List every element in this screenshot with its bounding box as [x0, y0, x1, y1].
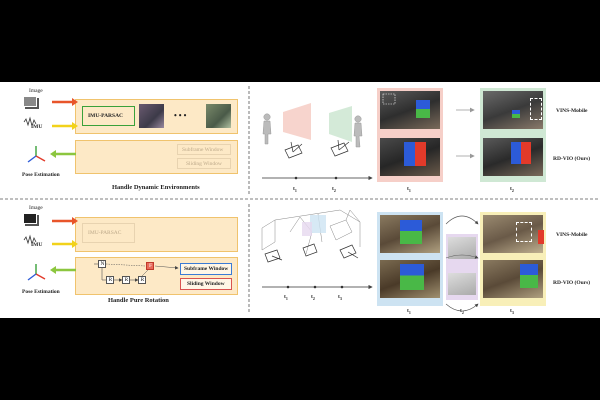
vins-frame-b3 — [483, 215, 543, 253]
node-n: N — [98, 260, 106, 268]
cube-rdvio-b1 — [400, 264, 424, 290]
imu-parsac-module-faded: IMU-PARSAC — [82, 223, 135, 243]
vins-frame-t1 — [380, 91, 440, 129]
bottom-title: Handle Pure Rotation — [108, 297, 169, 304]
rotation-plane-1 — [310, 215, 326, 233]
camera-b1 — [264, 249, 283, 263]
subframe-window: Subframe Window — [180, 263, 232, 275]
dashed-box-vins-t2 — [530, 98, 542, 120]
result-b1-label: t1 — [407, 308, 411, 316]
dashed-box-vins-b3 — [516, 222, 532, 242]
cube-rdvio-t2 — [511, 142, 531, 164]
frame-thumbnail-2 — [206, 104, 231, 128]
pose-axes-icon-2 — [27, 264, 46, 281]
image-label: Image — [29, 88, 43, 94]
camera-2 — [330, 139, 350, 157]
pose-estimation-label-2: Pose Estimation — [22, 289, 60, 295]
pose-axes-icon — [27, 146, 46, 163]
image-label-2: Image — [29, 205, 43, 211]
result-arc-bottom-2 — [445, 303, 479, 312]
result-t1-label: t1 — [407, 186, 411, 194]
method-rdvio-bottom: RD-VIO (Ours) — [553, 280, 591, 286]
walking-person-2 — [353, 115, 363, 148]
sliding-window-faded: Sliding Window — [177, 158, 231, 169]
diagram-graphics — [0, 86, 600, 314]
camera-b3 — [339, 244, 359, 259]
mid-frame-1 — [448, 237, 476, 259]
method-rdvio-top: RD-VIO (Ours) — [553, 156, 591, 162]
mid-frame-2 — [448, 273, 476, 295]
pose-estimation-label: Pose Estimation — [22, 172, 60, 178]
result-b3-label: t3 — [510, 308, 514, 316]
ellipsis: • • • — [174, 111, 187, 120]
cube-rdvio-t1 — [404, 142, 426, 166]
camera-1 — [284, 141, 303, 159]
frustum-plane-t2 — [329, 106, 352, 142]
cube-vins-b3 — [538, 230, 544, 244]
rotation-plane-2 — [302, 222, 312, 236]
cube-vins-t2 — [512, 110, 520, 118]
imu-label-2: IMU — [31, 242, 43, 248]
figure-panel: Image IMU IMU-PARSAC • • • Subframe Wind… — [0, 82, 600, 318]
frustum-plane-t1 — [283, 103, 311, 140]
method-vins-mobile-top: VINS-Mobile — [556, 108, 588, 114]
imu-parsac-module: IMU-PARSAC — [82, 106, 135, 126]
imu-wave-icon-2 — [23, 234, 37, 246]
camera-b2 — [302, 243, 318, 257]
frame-thumbnail-1 — [139, 104, 164, 128]
walking-person-1 — [262, 113, 272, 145]
input-image-stack-2 — [23, 213, 37, 224]
timeline-t3-bottom: t3 — [338, 294, 342, 302]
sliding-window: Sliding Window — [180, 278, 232, 290]
node-f: F — [146, 262, 154, 270]
cube-rdvio-b3 — [520, 264, 538, 288]
timeline-t2-bottom: t2 — [311, 294, 315, 302]
subframe-window-faded: Subframe Window — [177, 144, 231, 155]
timeline-t1-top: t1 — [293, 186, 297, 194]
imu-label: IMU — [31, 124, 43, 130]
cube-vins-b1 — [400, 220, 422, 244]
timeline-t2-top: t2 — [332, 186, 336, 194]
imu-wave-icon — [23, 116, 37, 128]
timeline-t1-bottom: t1 — [284, 294, 288, 302]
result-t2-label: t2 — [510, 186, 514, 194]
method-vins-mobile-bottom: VINS-Mobile — [556, 232, 588, 238]
result-arc-bottom-1 — [445, 215, 479, 225]
node-r-1: R — [106, 276, 114, 284]
input-image-stack — [23, 96, 37, 107]
top-title: Handle Dynamic Environments — [112, 184, 200, 191]
cube-vins-t1 — [416, 100, 430, 118]
imu-parsac-row-2 — [75, 217, 238, 252]
